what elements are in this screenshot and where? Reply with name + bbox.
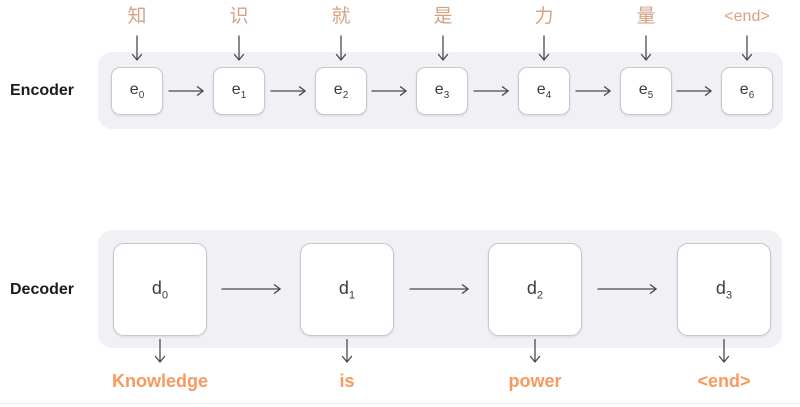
arrow-down-icon: [233, 35, 245, 61]
encoder-input-token-4: 力: [534, 6, 554, 27]
encoder-unit-e1: e1: [213, 67, 265, 115]
arrow-right-icon: [270, 86, 306, 96]
encoder-input-token-2: 就: [331, 6, 351, 27]
decoder-unit-d0: d0: [113, 243, 207, 336]
arrow-down-icon: [718, 338, 730, 363]
decoder-unit-label: d3: [715, 277, 733, 302]
decoder-unit-d3: d3: [677, 243, 771, 336]
decoder-unit-label: d0: [151, 277, 169, 302]
decoder-label: Decoder: [10, 281, 75, 298]
decoder-output-token-0: Knowledge: [111, 371, 208, 391]
encoder-unit-e0: e0: [111, 67, 163, 115]
arrow-right-icon: [473, 86, 509, 96]
arrow-down-icon: [538, 35, 550, 61]
encoder-input-token-0: 知: [127, 6, 147, 27]
encoder-input-token-3: 是: [433, 6, 453, 27]
encoder-input-token-end: <end>: [724, 8, 770, 25]
encoder-unit-e5: e5: [620, 67, 672, 115]
encoder-unit-label: e4: [536, 80, 552, 102]
decoder-output-token-2: power: [508, 371, 562, 391]
arrow-down-icon: [640, 35, 652, 61]
encoder-unit-e4: e4: [518, 67, 570, 115]
decoder-unit-d1: d1: [300, 243, 394, 336]
bottom-divider: [0, 403, 800, 404]
encoder-unit-e3: e3: [416, 67, 468, 115]
decoder-unit-label: d1: [338, 277, 356, 302]
arrow-down-icon: [335, 35, 347, 61]
arrow-right-icon: [409, 284, 469, 294]
encoder-unit-label: e5: [638, 80, 654, 102]
encoder-unit-label: e1: [231, 80, 247, 102]
arrow-down-icon: [437, 35, 449, 61]
encoder-unit-label: e6: [739, 80, 755, 102]
encoder-unit-label: e0: [129, 80, 145, 102]
encoder-input-token-1: 识: [229, 6, 249, 27]
arrow-down-icon: [741, 35, 753, 61]
arrow-right-icon: [371, 86, 407, 96]
arrow-down-icon: [154, 338, 166, 363]
decoder-output-token-end: <end>: [697, 371, 751, 391]
encoder-unit-label: e2: [333, 80, 349, 102]
arrow-down-icon: [529, 338, 541, 363]
decoder-unit-label: d2: [526, 277, 544, 302]
encoder-unit-e2: e2: [315, 67, 367, 115]
decoder-output-token-1: is: [339, 371, 355, 391]
arrow-right-icon: [676, 86, 712, 96]
arrow-down-icon: [341, 338, 353, 363]
encoder-unit-e6: e6: [721, 67, 773, 115]
arrow-right-icon: [597, 284, 657, 294]
encoder-input-token-5: 量: [636, 6, 656, 27]
arrow-right-icon: [221, 284, 281, 294]
encoder-label: Encoder: [10, 82, 75, 99]
encoder-unit-label: e3: [434, 80, 450, 102]
arrow-right-icon: [575, 86, 611, 96]
decoder-unit-d2: d2: [488, 243, 582, 336]
arrow-right-icon: [168, 86, 204, 96]
arrow-down-icon: [131, 35, 143, 61]
